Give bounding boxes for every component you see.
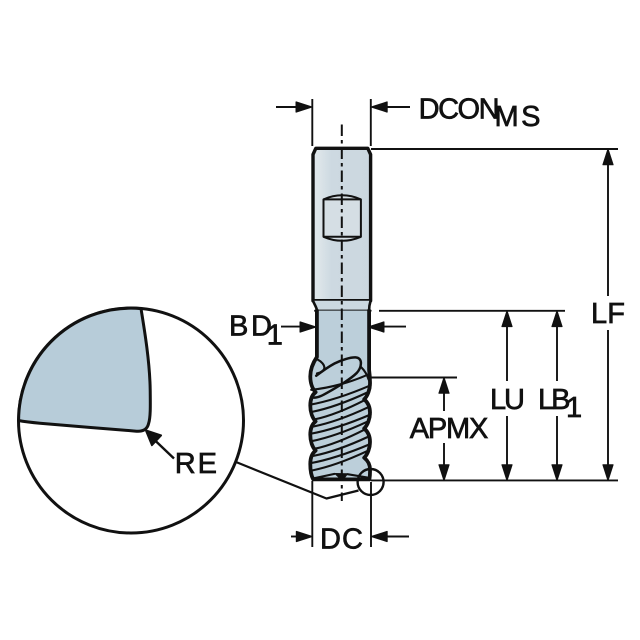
svg-text:APMX: APMX (410, 413, 489, 445)
svg-text:1: 1 (566, 392, 582, 424)
svg-text:LF: LF (591, 298, 625, 330)
svg-text:DCON: DCON (419, 93, 500, 125)
svg-text:DC: DC (320, 523, 363, 555)
svg-text:LU: LU (490, 384, 525, 416)
svg-text:MS: MS (495, 101, 541, 133)
svg-text:1: 1 (267, 320, 283, 352)
svg-text:LB: LB (538, 384, 571, 416)
svg-text:BD: BD (229, 311, 272, 343)
